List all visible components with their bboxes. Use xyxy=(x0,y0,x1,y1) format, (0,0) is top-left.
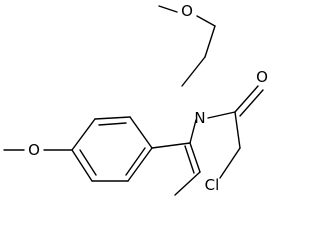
ring-inner-bond-1 xyxy=(98,122,127,126)
ring-bond-1 xyxy=(129,116,153,149)
bond-ch2-n xyxy=(181,56,206,87)
bond-n-vinyl-c xyxy=(189,119,197,144)
atom-label-o-carbonyl: O xyxy=(256,68,268,86)
bond-vinyl-methyl xyxy=(174,171,201,196)
ring-bond-4 xyxy=(71,149,93,182)
ring-bond-6 xyxy=(127,147,153,182)
bond-n-carbonyl-c xyxy=(207,111,236,119)
ring-bond-2 xyxy=(94,116,131,120)
bond-vinyl-ring xyxy=(151,142,191,149)
bond-ch2-cl xyxy=(219,147,241,179)
atom-label-n-amide: N xyxy=(194,109,205,127)
bond-o-top-ch2 xyxy=(196,15,216,27)
bond-carbonyl-double-2 xyxy=(239,89,264,117)
structure-canvas: O N O O Cl xyxy=(3,2,268,196)
chemical-structure-diagram: O N O O Cl xyxy=(3,2,268,196)
bond-vinyl-double-2 xyxy=(184,145,195,174)
atom-label-cl: Cl xyxy=(205,176,220,194)
ring-inner-bond-3 xyxy=(125,147,146,176)
atom-label-o-ether-top: O xyxy=(181,2,193,20)
bond-ch2-ch2 xyxy=(204,25,216,58)
bond-vinyl-double-1 xyxy=(189,142,201,173)
bond-methyl-o-top xyxy=(158,5,178,13)
atom-label-o-methoxy: O xyxy=(28,141,40,159)
ring-bond-3 xyxy=(71,118,96,151)
bond-carbonyl-c-ch2cl xyxy=(234,111,241,149)
ring-inner-bond-2 xyxy=(79,149,97,176)
bond-carbonyl-double-1 xyxy=(234,85,259,113)
